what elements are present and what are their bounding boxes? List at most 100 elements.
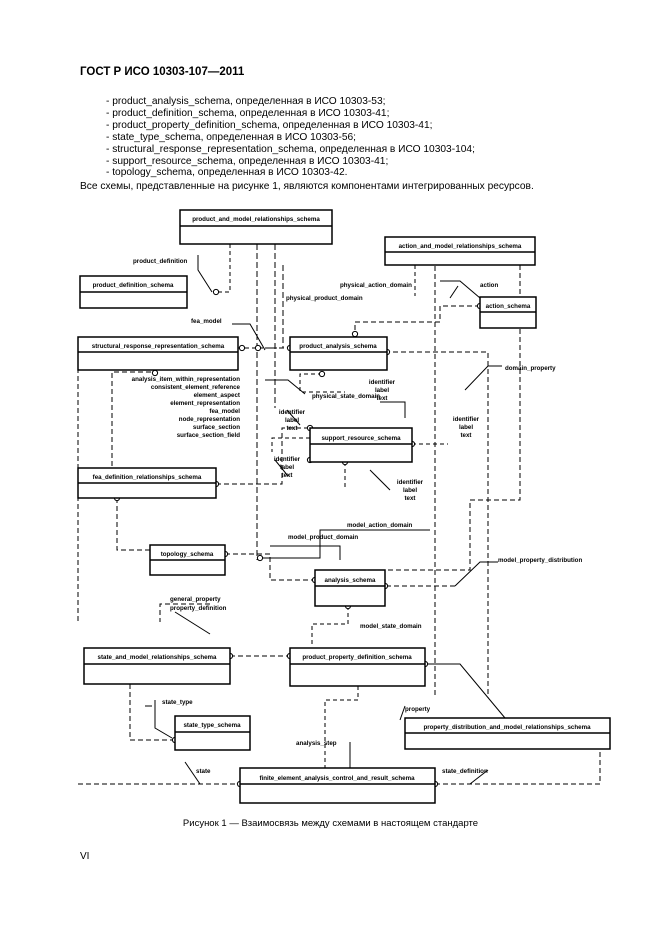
connector-line (299, 373, 345, 393)
label-state: state (196, 768, 211, 775)
label-identifier: identifier (274, 456, 301, 463)
page-number: VI (80, 851, 90, 862)
label-label: label (280, 464, 294, 471)
connector-line (385, 265, 521, 571)
box-label: product_and_model_relationships_schema (192, 216, 320, 223)
label-analysis-step: analysis_step (296, 740, 337, 747)
connector-line (425, 663, 506, 719)
connector-line (385, 351, 489, 698)
box-label: structural_response_representation_schem… (92, 343, 225, 350)
connector-line (449, 285, 459, 299)
connector-lines (77, 242, 601, 785)
label-general-property: general_property (170, 596, 221, 603)
label-identifier: identifier (279, 409, 306, 416)
label-label: label (375, 387, 389, 394)
connector-dot (238, 344, 246, 352)
connector-dot (256, 554, 264, 562)
box-label: action_and_model_relationships_schema (399, 243, 522, 250)
box-finite-element-analysis: finite_element_analysis_control_and_resu… (239, 767, 436, 804)
box-label: fea_definition_relationships_schema (93, 474, 202, 481)
connector-dot (351, 330, 359, 338)
connector-line (265, 265, 284, 349)
box-support-resource: support_resource_schema (309, 427, 413, 463)
connector-line (129, 684, 175, 741)
document-header: ГОСТ Р ИСО 10303-107—2011 (80, 66, 245, 78)
box-structural-response: structural_response_representation_schem… (77, 336, 239, 371)
connector-line (174, 611, 211, 635)
label-text: text (460, 432, 471, 439)
connector-dot (254, 344, 262, 352)
label-consistent-element-reference: consistent_element_reference (151, 384, 241, 391)
schema-boxes: product_and_model_relationships_schema a… (77, 209, 611, 804)
connector-line (232, 323, 266, 351)
label-product-definition: product_definition (133, 258, 188, 265)
box-state-type: state_type_schema (174, 715, 251, 751)
box-action: action_schema (479, 296, 537, 329)
label-label: label (403, 487, 417, 494)
connector-line (464, 365, 502, 391)
connector-line (270, 545, 341, 560)
box-label: state_and_model_relationships_schema (98, 654, 218, 661)
label-element-representation: element_representation (170, 400, 240, 407)
label-element-aspect: element_aspect (194, 392, 240, 399)
box-topology: topology_schema (149, 544, 226, 576)
box-label: action_schema (486, 303, 531, 310)
label-identifier: identifier (453, 416, 480, 423)
connector-line (286, 409, 301, 426)
label-text: text (376, 395, 387, 402)
label-node-representation: node_representation (179, 416, 240, 423)
label-fea-model-item: fea_model (209, 408, 240, 415)
label-surface-section: surface_section (193, 424, 240, 431)
box-label: finite_element_analysis_control_and_resu… (259, 775, 415, 782)
connector-line (399, 705, 406, 721)
box-product-and-model-relationships: product_and_model_relationships_schema (179, 209, 333, 245)
label-model-state-domain: model_state_domain (360, 623, 422, 630)
label-state-type: state_type (162, 699, 193, 706)
connector-line (324, 686, 359, 768)
connector-line (369, 469, 391, 491)
label-domain-property: domain_property (505, 365, 556, 372)
connector-line (216, 427, 310, 485)
label-physical-product-domain: physical_product_domain (286, 295, 363, 302)
connector-dot (318, 370, 326, 378)
connector-line (271, 437, 310, 452)
connector-line (454, 561, 498, 587)
box-action-and-model-relationships: action_and_model_relationships_schema (384, 236, 536, 266)
box-label: product_analysis_schema (299, 343, 377, 350)
bullet-item: - product_analysis_schema, определенная … (106, 96, 386, 107)
connector-line (116, 498, 150, 551)
label-physical-action-domain: physical_action_domain (340, 282, 412, 289)
intro-paragraph: Все схемы, представленные на рисунке 1, … (80, 181, 534, 192)
label-text: text (281, 472, 292, 479)
connector-line (260, 529, 430, 559)
connector-line (435, 742, 601, 785)
connector-line (216, 244, 231, 293)
label-model-product-domain: model_product_domain (288, 534, 358, 541)
bullet-item: - topology_schema, определенная в ИСО 10… (106, 167, 348, 179)
connector-line (274, 459, 289, 477)
bullet-item: - state_type_schema, определенная в ИСО … (106, 131, 357, 143)
connector-dot (212, 288, 220, 296)
label-identifier: identifier (397, 479, 424, 486)
bullet-item: - structural_response_representation_sch… (106, 143, 475, 155)
label-text: text (286, 425, 297, 432)
label-model-action-domain: model_action_domain (347, 522, 413, 529)
box-product-analysis: product_analysis_schema (289, 336, 388, 371)
connector-line (197, 255, 213, 293)
label-analysis-item: analysis_item_within_representation (132, 376, 241, 383)
label-state-definition: state_definition (442, 768, 488, 775)
box-label: state_type_schema (183, 722, 241, 729)
label-model-property-distribution: model_property_distribution (498, 557, 582, 564)
label-property: property (405, 706, 431, 713)
connector-line (159, 603, 210, 622)
box-state-and-model-relationships: state_and_model_relationships_schema (83, 647, 231, 685)
connector-dot (151, 369, 159, 377)
connector-line (440, 280, 481, 299)
connector-line (354, 305, 480, 338)
bullet-item: - product_definition_schema, определенна… (106, 107, 390, 119)
box-fea-definition-relationships: fea_definition_relationships_schema (77, 467, 217, 499)
label-property-definition: property_definition (170, 605, 227, 612)
box-label: product_property_definition_schema (302, 654, 412, 661)
